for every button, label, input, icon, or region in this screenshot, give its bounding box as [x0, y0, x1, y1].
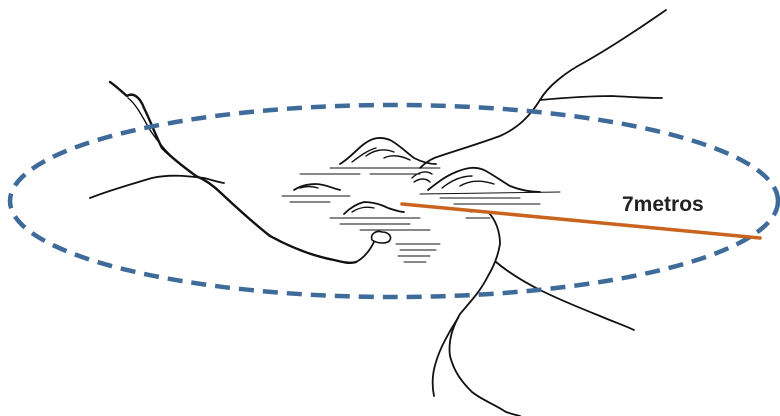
branch-line-upper-right [420, 10, 666, 168]
branch-line-lower-left-fork [433, 318, 458, 396]
hill-right [428, 168, 540, 192]
branch-line-upper-left [110, 82, 356, 263]
radius-line [402, 204, 760, 238]
radius-label: 7metros [622, 193, 704, 217]
sketch-lines [90, 10, 666, 416]
sketch-hills [282, 138, 560, 262]
branch-line-lower-main [449, 212, 520, 416]
branch-line-lower-bend [356, 242, 374, 262]
rock-small [372, 231, 391, 243]
branch-line-lower-right-fork [496, 262, 634, 330]
branch-line-upper-right-fork [540, 96, 662, 100]
